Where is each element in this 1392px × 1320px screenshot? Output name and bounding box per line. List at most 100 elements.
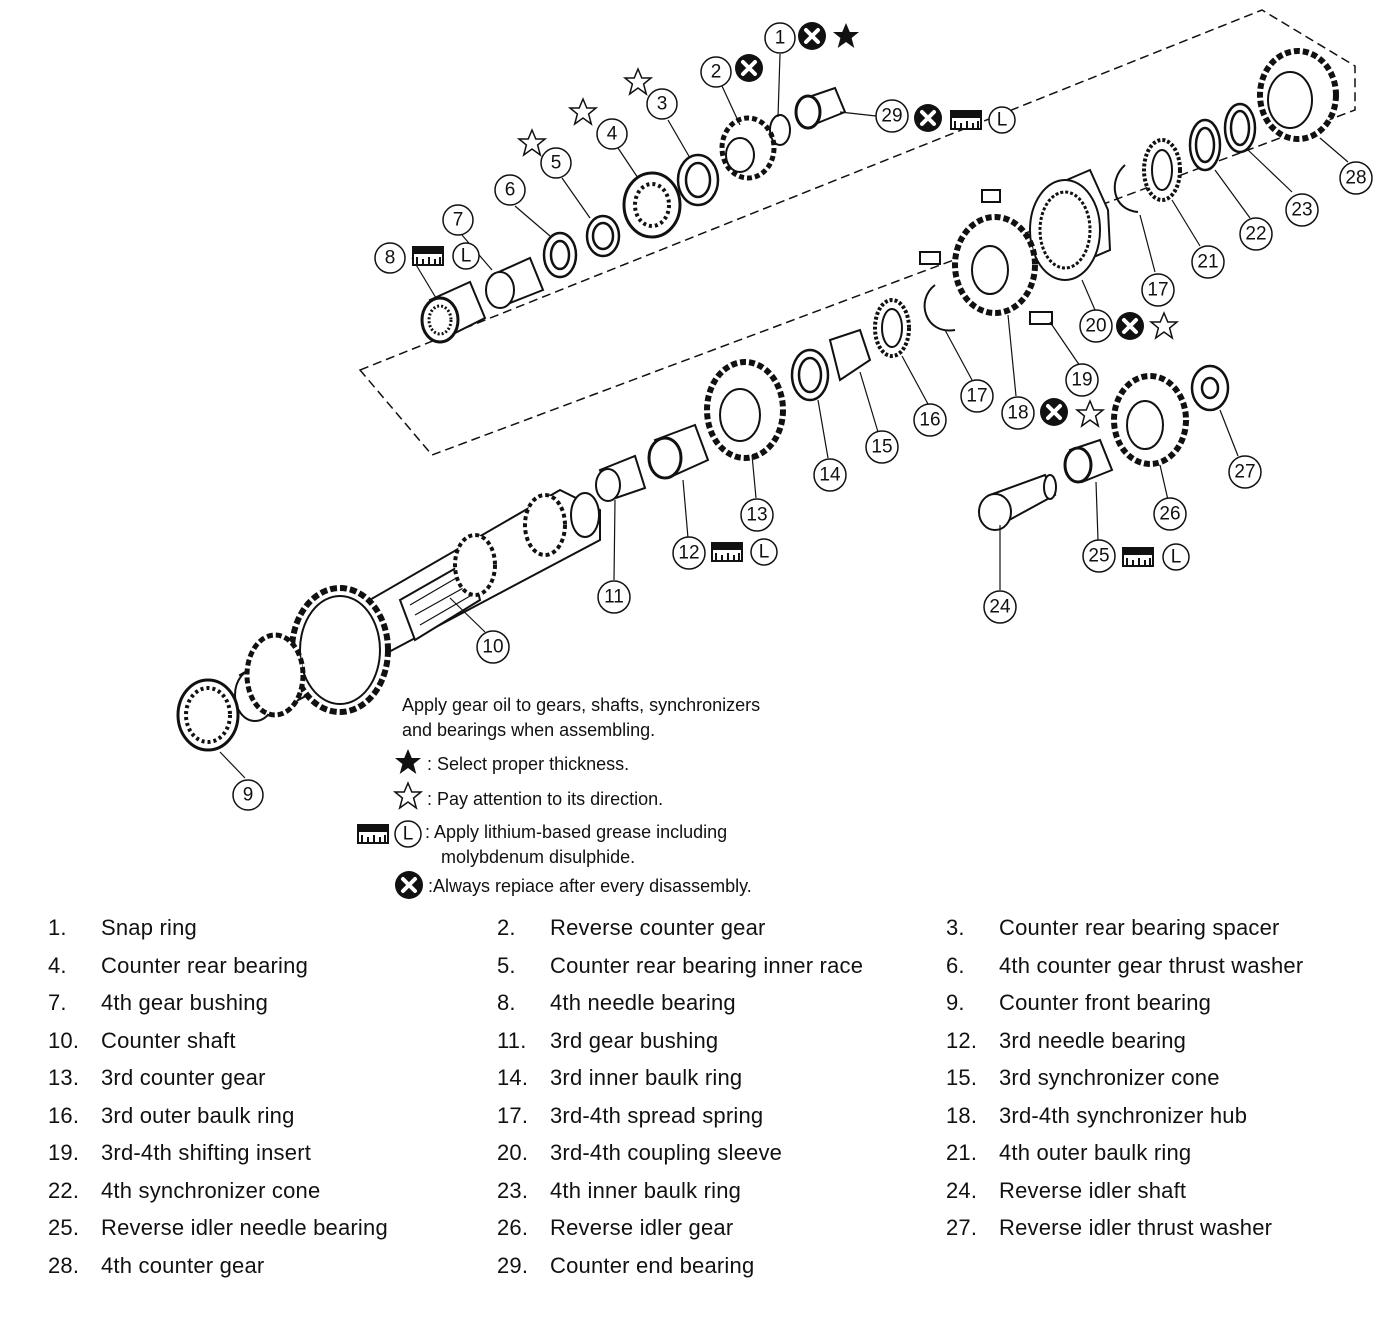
grease-icon [711,542,743,562]
svg-text:4: 4 [607,124,618,145]
svg-text:3: 3 [657,94,668,115]
svg-text:1: 1 [775,28,786,49]
callout-11: 11 [597,580,631,614]
svg-text:14: 14 [819,465,841,486]
star-open-icon [569,98,597,125]
reverse-idler-thrust-washer [1190,364,1230,412]
svg-text:16: 16 [919,410,940,431]
callout-22: 22 [1239,217,1273,251]
shaft-spline-end [523,493,567,557]
replace-icon [912,102,944,134]
legend-grease-line1: : Apply lithium-based grease including [425,822,727,842]
callout-23: 23 [1285,193,1319,227]
svg-text:17: 17 [966,386,987,407]
callout-16: 16 [913,403,947,437]
callouts: 1 2 3 4 5 6 7 8 9 10 11 12 13 14 15 16 1… [232,22,1373,811]
lithium-icon: L [1162,543,1190,571]
svg-text:5: 5 [551,153,562,174]
needle-bearing-3rd [647,423,710,480]
legend-intro-line1: Apply gear oil to gears, shafts, synchro… [402,695,760,715]
callout-27: 27 [1228,455,1262,489]
star-open-icon [1150,312,1178,339]
shaft-spline-mid [453,533,497,597]
svg-text:7: 7 [453,210,464,231]
svg-text:26: 26 [1159,504,1180,525]
spread-spring-upper [1113,164,1139,213]
svg-text:9: 9 [243,785,254,806]
callout-13: 13 [740,498,774,532]
svg-text:24: 24 [989,597,1011,618]
callout-18: 18 [1001,396,1035,430]
svg-text:6: 6 [505,180,516,201]
callout-17-upper: 17 [1141,273,1175,307]
svg-text:20: 20 [1085,316,1106,337]
lithium-icon: L [394,820,422,848]
svg-text:12: 12 [678,543,699,564]
callout-26: 26 [1153,497,1187,531]
reverse-idler-gear [1111,373,1189,467]
outer-baulk-ring-4th [1142,138,1182,202]
callout-2: 2 [700,56,732,88]
svg-text:27: 27 [1234,462,1255,483]
counter-gear-4th [1257,48,1339,142]
replace-icon [733,52,765,84]
synchronizer-cone-4th [1188,118,1222,172]
counter-end-bearing [794,86,847,130]
callout-3: 3 [646,88,678,120]
shifting-insert-top [981,189,1001,203]
star-filled-icon [833,23,859,48]
callout-markers: L L L L [412,20,1190,571]
inner-baulk-ring-3rd [790,348,830,402]
lithium-icon: L [750,538,778,566]
coupling-sleeve [1029,168,1112,281]
svg-text:L: L [461,246,472,267]
thrust-washer-4th [542,231,578,279]
callout-24: 24 [983,590,1017,624]
inner-baulk-ring-4th [1223,102,1257,154]
callout-8: 8 [374,242,406,274]
svg-text:29: 29 [881,106,902,127]
svg-text:11: 11 [604,587,624,608]
star-open-icon [624,68,652,95]
legend-replace: :Always repiace after every disassembly. [428,876,752,896]
legend-star-open: : Pay attention to its direction. [427,789,663,809]
lithium-icon: L [988,106,1016,134]
gear-bushing-3rd [595,454,647,502]
callout-6: 6 [494,174,526,206]
svg-text:25: 25 [1088,546,1109,567]
callout-17-lower: 17 [960,379,994,413]
star-open-icon [518,129,546,156]
callout-5: 5 [540,147,572,179]
callout-25: 25 [1082,539,1116,573]
replace-icon [1114,310,1146,342]
shaft-gear-small [244,632,306,718]
callout-12: 12 [672,536,706,570]
svg-text:L: L [997,110,1008,131]
spread-spring-lower [923,284,956,332]
grease-icon [357,824,389,844]
reverse-idler-shaft [978,473,1057,531]
star-open-icon [1076,400,1104,427]
reverse-counter-gear [719,115,777,181]
svg-text:17: 17 [1147,280,1168,301]
synchronizer-hub [952,214,1038,316]
rear-bearing-inner-race [585,214,621,258]
exploded-diagram: 1 2 3 4 5 6 7 8 9 10 11 12 13 14 15 16 1… [176,9,1373,901]
svg-text:15: 15 [871,437,892,458]
svg-text:L: L [759,542,770,563]
callout-9: 9 [232,779,264,811]
grease-icon [412,246,444,266]
grease-icon [1122,547,1154,567]
legend-intro-line2: and bearings when assembling. [402,720,655,740]
needle-bearing-4th [420,280,487,344]
gear-bushing-4th [485,256,545,309]
callout-1: 1 [764,22,796,54]
replace-icon [393,869,425,901]
svg-text:28: 28 [1345,168,1366,189]
svg-text:21: 21 [1197,252,1218,273]
callout-21: 21 [1191,245,1225,279]
legend-star-filled: : Select proper thickness. [427,754,629,774]
svg-text:19: 19 [1071,370,1092,391]
callout-19: 19 [1065,363,1099,397]
shifting-insert-left [919,251,941,265]
